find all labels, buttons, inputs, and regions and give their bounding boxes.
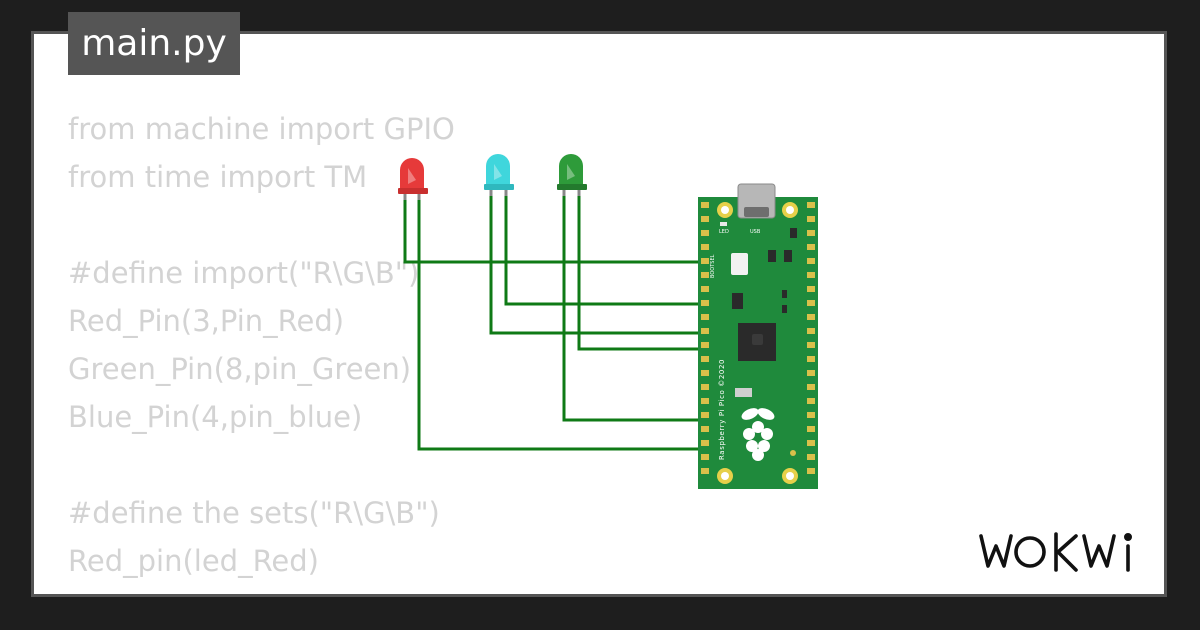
code-line: Red_pin(led_Red)	[68, 544, 319, 578]
code-line: #define import("R\G\B")	[68, 256, 420, 290]
code-line: Red_Pin(3,Pin_Red)	[68, 304, 345, 338]
pin-header-left	[701, 202, 709, 474]
red-led[interactable]	[398, 158, 428, 200]
code-line: Green_Pin(8,pin_Green)	[68, 352, 412, 386]
pin-header-right	[807, 202, 815, 474]
wire-green-2	[577, 194, 712, 351]
flash-chip	[732, 293, 743, 309]
pico-board[interactable]: BOOTSEL LED USB Raspberry Pi Pico ©2020	[698, 183, 818, 489]
cyan-led[interactable]	[484, 154, 514, 196]
code-line: Blue_Pin(4,pin_blue)	[68, 400, 363, 434]
wires	[403, 194, 712, 451]
bootsel-button[interactable]	[731, 253, 748, 275]
wokwi-logo-icon	[979, 532, 1133, 572]
code-line: from time import TM	[68, 160, 368, 194]
small-component	[735, 388, 752, 397]
green-led[interactable]	[557, 154, 587, 196]
file-tab[interactable]: main.py	[68, 12, 240, 75]
wire-green-1	[562, 194, 712, 422]
wokwi-logo	[978, 528, 1150, 582]
usb-label: USB	[750, 229, 761, 235]
board-name-label: Raspberry Pi Pico ©2020	[718, 359, 726, 460]
code-line: Green_pin(led_Green)	[68, 585, 455, 594]
bootsel-label: BOOTSEL	[710, 254, 716, 278]
code-line: from machine import GPIO	[68, 112, 455, 146]
raspberry-logo-icon	[741, 408, 775, 461]
wire-red-2	[417, 198, 712, 451]
led-label: LED	[719, 229, 729, 235]
wire-cyan-1	[489, 194, 712, 335]
preview-card: from machine import GPIO from time import…	[34, 34, 1164, 594]
wire-red-1	[403, 198, 712, 264]
wire-cyan-2	[504, 194, 712, 306]
code-line: #define the sets("R\G\B")	[68, 496, 440, 530]
code-editor: from machine import GPIO from time import…	[68, 105, 455, 594]
